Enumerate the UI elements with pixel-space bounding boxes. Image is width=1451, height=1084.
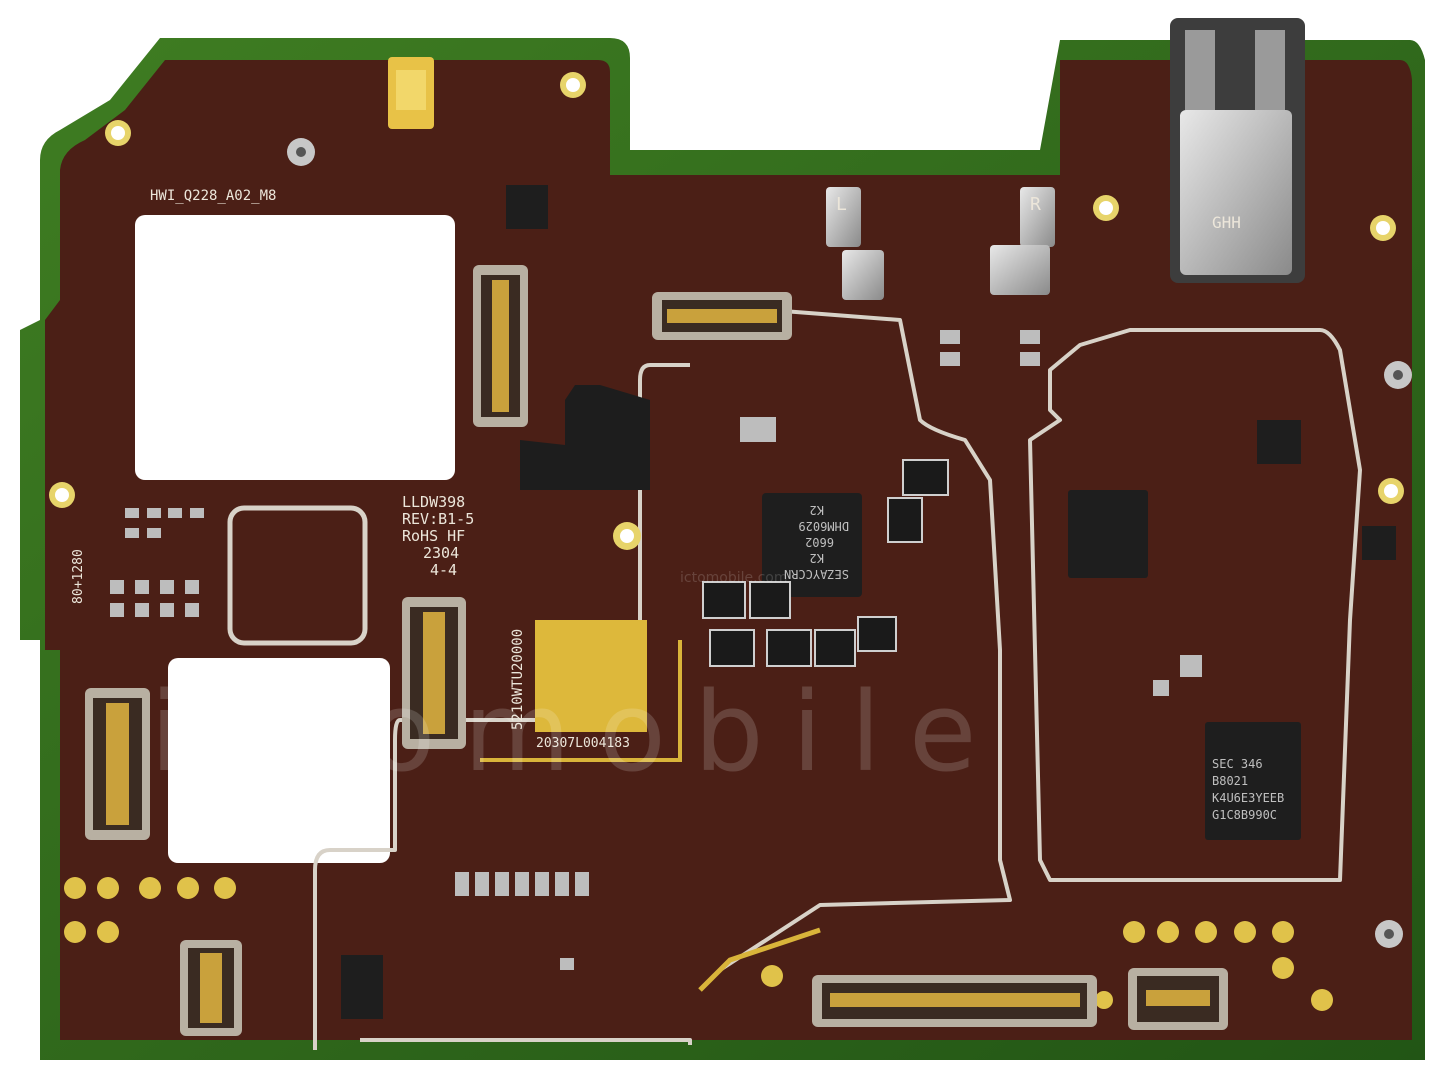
connector-bottom-right <box>1128 968 1228 1030</box>
rev-label: REV:B1-5 <box>402 510 474 528</box>
board-id-label: HWI_Q228_A02_M8 <box>150 188 276 204</box>
rf-connectors <box>287 138 1412 948</box>
connector-bottom-wide <box>812 975 1097 1027</box>
pmic-chip <box>762 493 862 597</box>
svg-text:K2: K2 <box>810 503 824 517</box>
svg-text:6602: 6602 <box>805 535 834 549</box>
svg-text:G1C8B990C: G1C8B990C <box>1212 808 1277 822</box>
svg-text:K4U6E3YEEB: K4U6E3YEEB <box>1212 791 1284 805</box>
shield-frame <box>227 505 368 646</box>
small-chip-2 <box>341 955 383 1019</box>
svg-text:SEZAYCCRN: SEZAYCCRN <box>784 567 849 581</box>
date-label: 2304 <box>423 544 459 562</box>
smd-components <box>110 330 1202 970</box>
connector-middle <box>402 597 466 749</box>
cutout-top <box>135 215 455 480</box>
connector-top-middle <box>652 292 792 340</box>
power-inductors <box>702 459 949 667</box>
right-speaker-label: R <box>1030 194 1041 215</box>
model-label: LLDW398 <box>402 493 465 511</box>
rohs-label: RoHS HF <box>402 527 465 545</box>
connector-bottom-left <box>180 940 242 1036</box>
serial-label: 20307L004183 <box>536 736 630 751</box>
trace-lines <box>313 308 1362 1050</box>
speaker-contacts <box>826 187 1055 300</box>
audio-jack <box>1170 18 1305 283</box>
left-speaker-label: L <box>836 194 847 215</box>
small-chip-4 <box>1362 526 1396 560</box>
watermark-brand: ictomobile <box>150 668 1005 796</box>
black-shield-pad <box>520 385 650 490</box>
svg-text:SEC 346: SEC 346 <box>1212 757 1263 771</box>
connector-left <box>85 688 150 840</box>
gold-trace-left <box>480 640 682 762</box>
codec-chip <box>1068 490 1148 578</box>
svg-text:B8021: B8021 <box>1212 774 1248 788</box>
test-pads <box>64 877 1333 1011</box>
small-chip-1 <box>506 185 548 229</box>
connectors <box>85 265 1228 1036</box>
memory-chip <box>1205 722 1301 840</box>
large-gold-pad <box>535 620 647 732</box>
memory-marking: SEC 346 B8021 K4U6E3YEEB G1C8B990C <box>1212 757 1284 822</box>
mounting-holes <box>49 72 1404 550</box>
connector-top-left <box>473 265 528 427</box>
cutout-bottom <box>168 658 390 863</box>
vertical-code: 5210WTU20000 <box>510 629 526 730</box>
jack-label: GHH <box>1212 213 1241 232</box>
watermark-domain: ictomobile.com <box>680 570 787 586</box>
svg-text:K2: K2 <box>810 551 824 565</box>
pmic-marking: SEZAYCCRN K2 6602 DHM6029 K2 <box>784 503 849 581</box>
gold-trace <box>698 927 821 992</box>
mic-inner <box>396 70 426 110</box>
small-chip-3 <box>1257 420 1301 464</box>
side-label: 80+1280 <box>71 549 86 604</box>
svg-text:DHM6029: DHM6029 <box>798 519 849 533</box>
sub-label: 4-4 <box>430 561 457 579</box>
